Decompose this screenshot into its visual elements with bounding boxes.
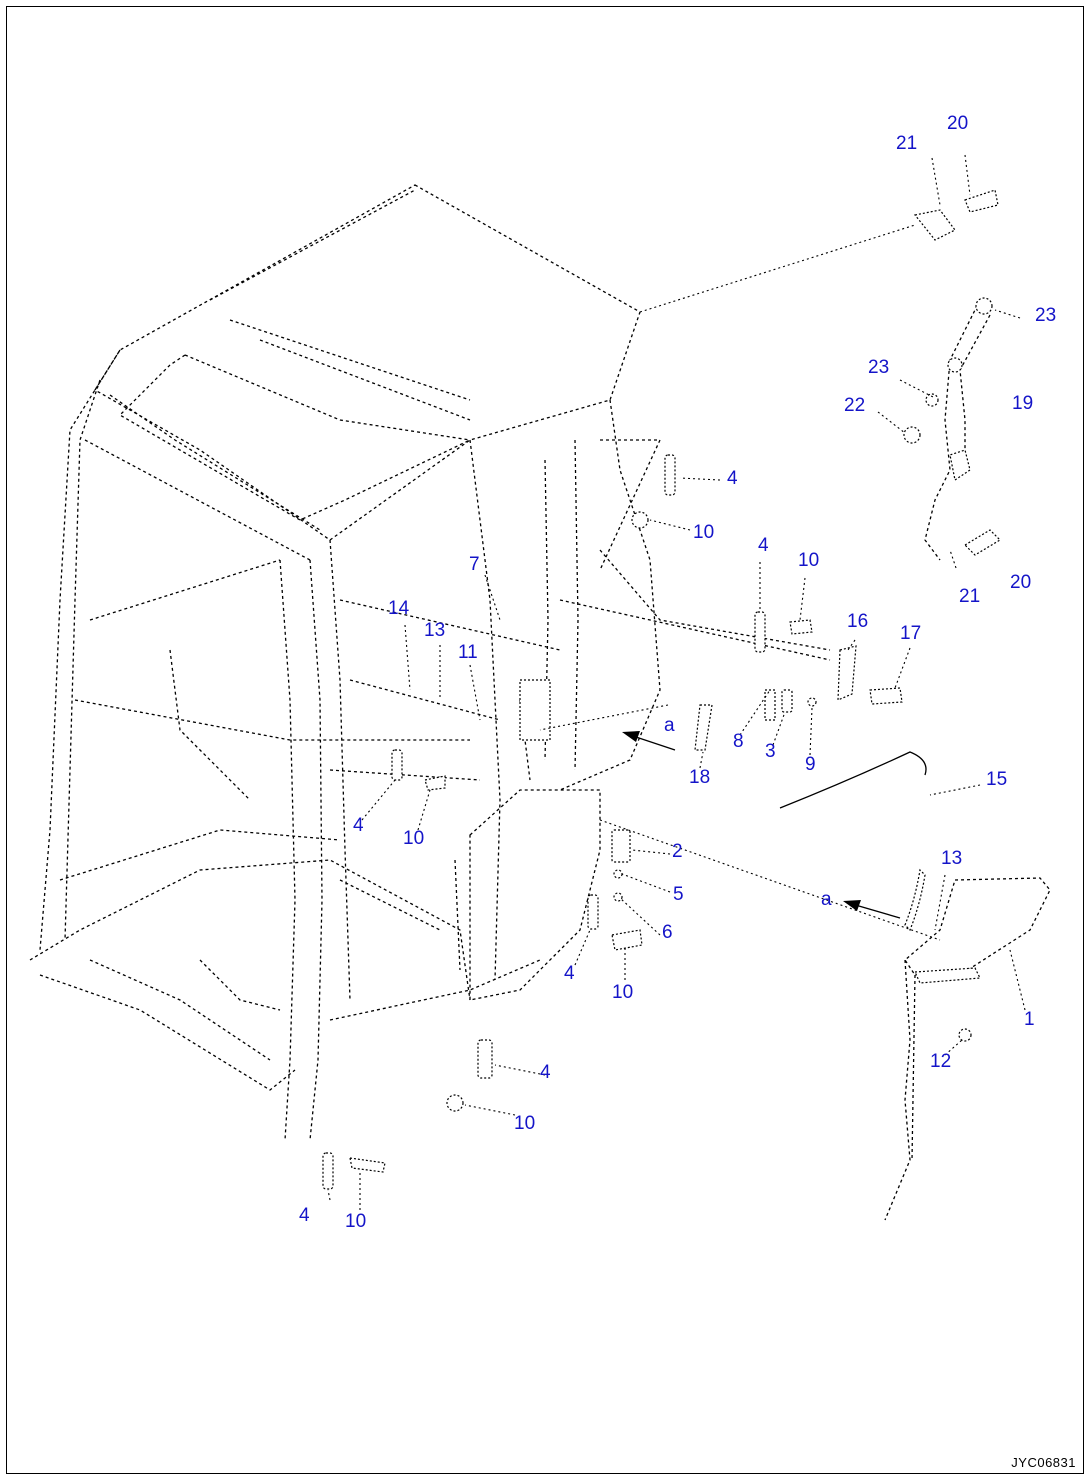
callout-13: 13 xyxy=(941,848,963,869)
callout-a: a xyxy=(664,715,675,736)
callout-15: 15 xyxy=(986,769,1008,790)
callout-12: 12 xyxy=(930,1051,952,1072)
callout-4: 4 xyxy=(540,1062,551,1083)
callout-10: 10 xyxy=(345,1211,367,1232)
callout-1: 1 xyxy=(1024,1009,1035,1030)
callout-2: 2 xyxy=(672,841,683,862)
callout-10: 10 xyxy=(798,550,820,571)
callout-10: 10 xyxy=(693,522,715,543)
callout-22: 22 xyxy=(844,395,866,416)
hardware-parts xyxy=(322,454,972,1190)
callout-16: 16 xyxy=(847,611,869,632)
callout-10: 10 xyxy=(612,982,634,1003)
leader-lines xyxy=(327,154,1026,1210)
door-rail xyxy=(884,877,1051,1221)
callout-21: 21 xyxy=(896,133,918,154)
callout-7: 7 xyxy=(469,554,480,575)
drawing-code: JYC06831 xyxy=(1011,1455,1076,1470)
stay-assembly xyxy=(903,189,1001,561)
callout-4: 4 xyxy=(758,535,769,556)
callout-11: 11 xyxy=(458,642,478,663)
cab-door xyxy=(454,699,601,1001)
callout-4: 4 xyxy=(727,468,738,489)
callout-13: 13 xyxy=(424,620,446,641)
callout-10: 10 xyxy=(514,1113,536,1134)
callout-17: 17 xyxy=(900,623,922,644)
callout-4: 4 xyxy=(564,963,575,984)
arrow-a-upper xyxy=(622,731,676,751)
callout-23: 23 xyxy=(1035,305,1057,326)
callout-5: 5 xyxy=(673,884,684,905)
cab-floor xyxy=(29,829,541,1091)
callout-20: 20 xyxy=(1010,572,1032,593)
callout-4: 4 xyxy=(353,815,364,836)
callout-9: 9 xyxy=(805,754,816,775)
cab-side-frame xyxy=(74,439,831,801)
callout-21: 21 xyxy=(959,586,981,607)
callout-14: 14 xyxy=(388,598,410,619)
callout-20: 20 xyxy=(947,113,969,134)
callout-8: 8 xyxy=(733,731,744,752)
drawing-frame xyxy=(6,6,1084,1474)
callout-3: 3 xyxy=(765,741,776,762)
callout-6: 6 xyxy=(662,922,673,943)
cab-roof xyxy=(39,184,641,951)
callout-10: 10 xyxy=(403,828,425,849)
callout-a: a xyxy=(821,889,832,910)
callout-23: 23 xyxy=(868,357,890,378)
arrow-a-lower xyxy=(843,900,901,919)
callout-18: 18 xyxy=(689,767,711,788)
callout-4: 4 xyxy=(299,1205,310,1226)
callout-19: 19 xyxy=(1012,393,1034,414)
seal-strip xyxy=(779,751,927,809)
